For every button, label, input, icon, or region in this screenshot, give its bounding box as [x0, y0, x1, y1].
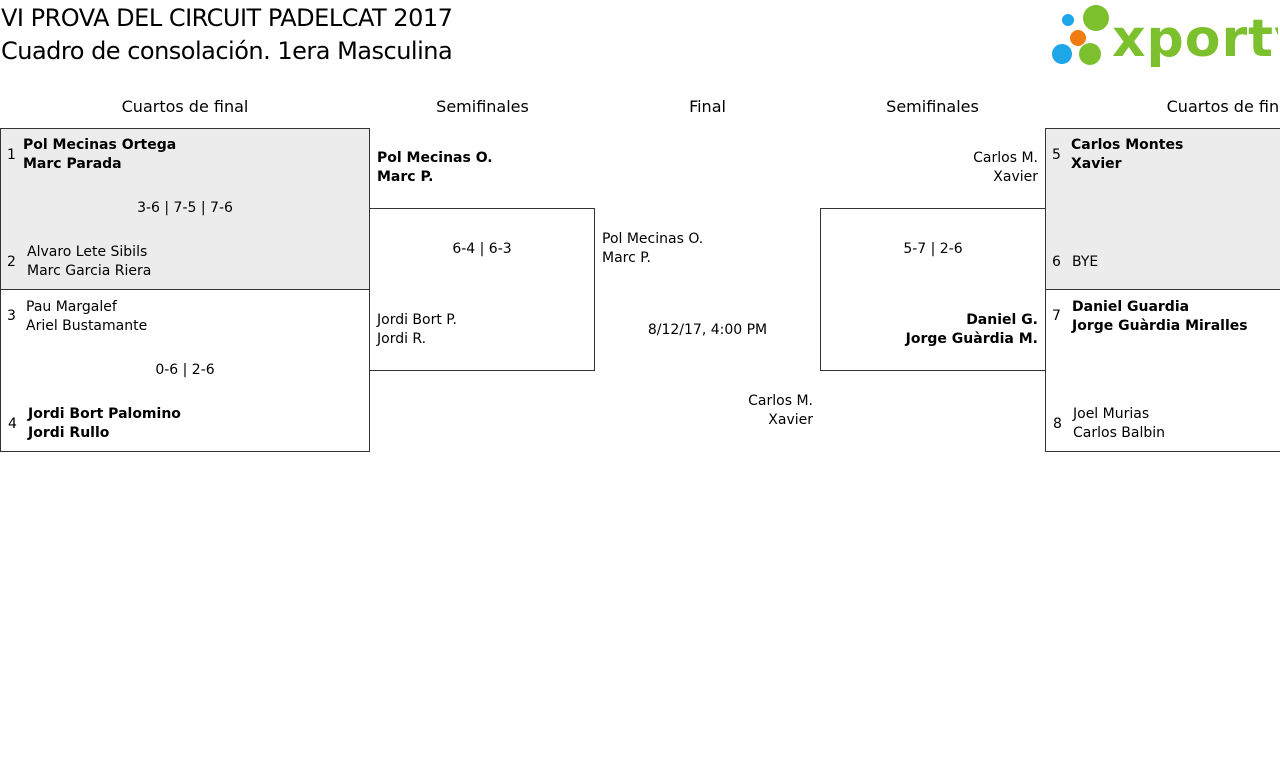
player-name: Daniel Guardia — [1072, 299, 1190, 315]
seed-number: 3 — [7, 308, 16, 324]
player-name: Marc P. — [602, 250, 651, 266]
player-name: Jorge Guàrdia Miralles — [1072, 318, 1248, 334]
seed-number: 7 — [1052, 308, 1061, 324]
match-score: 5-7 | 2-6 — [903, 241, 963, 257]
xporty-logo: xporty — [1050, 2, 1280, 69]
player-name: Xavier — [1071, 156, 1122, 172]
seed-number: 6 — [1052, 254, 1061, 270]
match-box-sf-left[interactable] — [369, 208, 595, 371]
page-title: VI PROVA DEL CIRCUIT PADELCAT 2017 — [1, 4, 453, 32]
player-name: Pol Mecinas O. — [602, 231, 704, 247]
player-name: Alvaro Lete Sibils — [27, 244, 148, 260]
player-name: Xavier — [993, 169, 1038, 185]
player-name: Pau Margalef — [26, 299, 117, 315]
seed-number: 5 — [1052, 147, 1061, 163]
round-header-right-semis: Semifinales — [886, 97, 979, 116]
match-score: 6-4 | 6-3 — [452, 241, 512, 257]
player-name: Jordi R. — [377, 331, 427, 347]
match-box-qf-4[interactable] — [1045, 289, 1280, 452]
player-name: Daniel G. — [966, 312, 1038, 328]
round-header-right-quarters: Cuartos de final — [1166, 97, 1280, 116]
final-datetime: 8/12/17, 4:00 PM — [647, 322, 768, 338]
player-name: Carlos M. — [748, 393, 813, 409]
player-name: Jordi Bort P. — [377, 312, 458, 328]
round-header-left-semis: Semifinales — [436, 97, 529, 116]
player-name: Xavier — [768, 412, 813, 428]
player-name: Joel Murias — [1073, 406, 1150, 422]
player-name: Jordi Rullo — [28, 425, 110, 441]
seed-number: 2 — [7, 254, 16, 270]
player-name: Marc Garcia Riera — [27, 263, 152, 279]
player-name: Pol Mecinas O. — [377, 150, 493, 166]
player-name: Pol Mecinas Ortega — [23, 137, 177, 153]
match-box-qf-3[interactable] — [1045, 128, 1280, 290]
seed-number: 1 — [7, 147, 16, 163]
player-name: Ariel Bustamante — [26, 318, 148, 334]
player-name: BYE — [1072, 254, 1099, 270]
logo-text: xporty — [1112, 9, 1278, 68]
player-name: Jordi Bort Palomino — [28, 406, 181, 422]
player-name: Carlos Montes — [1071, 137, 1184, 153]
player-name: Carlos Balbin — [1073, 425, 1166, 441]
round-header-final: Final — [689, 97, 726, 116]
player-name: Marc P. — [377, 169, 434, 185]
round-header-left-quarters: Cuartos de final — [121, 97, 249, 116]
match-score: 3-6 | 7-5 | 7-6 — [137, 200, 233, 216]
match-box-qf-1[interactable] — [0, 128, 370, 290]
seed-number: 8 — [1053, 416, 1062, 432]
player-name: Carlos M. — [973, 150, 1038, 166]
match-score: 0-6 | 2-6 — [155, 362, 215, 378]
seed-number: 4 — [8, 416, 17, 432]
player-name: Marc Parada — [23, 156, 122, 172]
player-name: Jorge Guàrdia M. — [905, 331, 1038, 347]
page-subtitle: Cuadro de consolación. 1era Masculina — [1, 37, 453, 65]
